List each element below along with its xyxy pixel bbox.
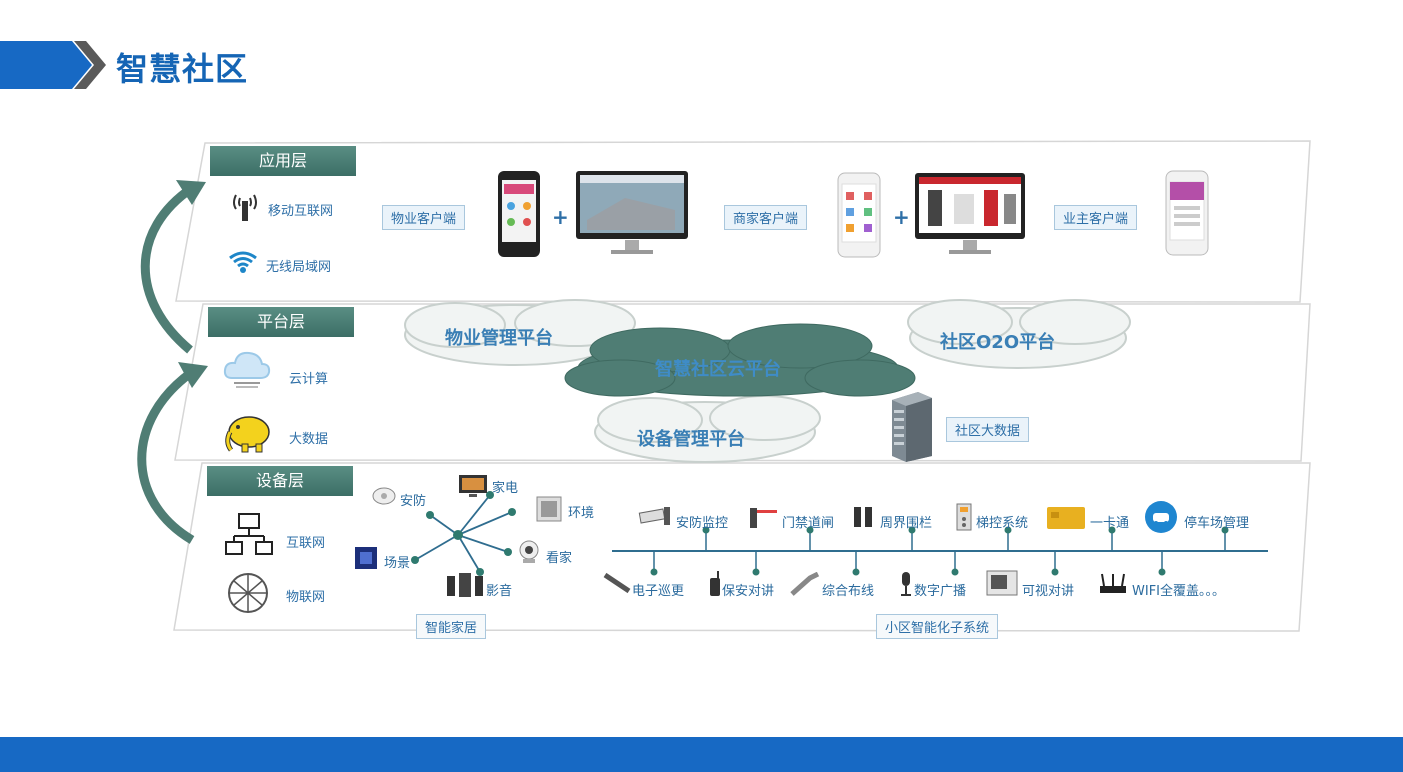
item-mobile-internet: 移动互联网 bbox=[268, 204, 334, 219]
item-iot: 物联网 bbox=[286, 590, 326, 605]
speaker-icon bbox=[446, 572, 486, 602]
sub-elevator: 梯控系统 bbox=[976, 516, 1029, 531]
page-title: 智慧社区 bbox=[116, 50, 249, 88]
smart-home-network bbox=[411, 491, 516, 576]
sensor-panel-icon bbox=[536, 496, 562, 526]
parking-car-icon bbox=[1144, 500, 1178, 538]
sub-perimeter: 周界围栏 bbox=[880, 516, 933, 531]
camera-icon bbox=[516, 540, 542, 568]
sub-parking: 停车场管理 bbox=[1184, 516, 1250, 531]
cloud-shapes bbox=[404, 299, 1131, 463]
network-icon bbox=[224, 512, 274, 562]
subsystem-bus bbox=[612, 526, 1268, 576]
phone-icon bbox=[1165, 170, 1209, 260]
cloud-property-mgmt: 物业管理平台 bbox=[445, 328, 553, 349]
smart-card-icon bbox=[1046, 506, 1086, 534]
monitor-icon bbox=[914, 172, 1026, 260]
cable-icon bbox=[790, 571, 820, 600]
home-item-security: 安防 bbox=[400, 494, 427, 509]
sub-one-card: 一卡通 bbox=[1090, 516, 1130, 531]
microphone-icon bbox=[898, 570, 914, 602]
item-internet: 互联网 bbox=[286, 536, 326, 551]
tag-device-layer: 设备层 bbox=[207, 466, 353, 496]
wifi-icon bbox=[228, 250, 258, 278]
smoke-detector-icon bbox=[372, 486, 396, 510]
elevator-panel-icon bbox=[956, 503, 972, 535]
home-item-environment: 环境 bbox=[568, 506, 595, 521]
patrol-wand-icon bbox=[602, 572, 632, 598]
plus-sign-2: + bbox=[893, 205, 910, 229]
elephant-icon bbox=[222, 410, 272, 458]
sub-video-intercom: 可视对讲 bbox=[1022, 584, 1075, 599]
scene-panel-icon bbox=[354, 546, 378, 574]
sub-cctv: 安防监控 bbox=[676, 516, 729, 531]
smart-home-caption: 智能家居 bbox=[416, 614, 487, 639]
header-arrow-shape bbox=[0, 41, 110, 89]
sub-access-gate: 门禁道闸 bbox=[782, 516, 835, 531]
item-wlan: 无线局域网 bbox=[266, 260, 332, 275]
item-cloud-computing: 云计算 bbox=[289, 372, 329, 387]
sub-cabling: 综合布线 bbox=[822, 584, 875, 599]
sub-intercom: 保安对讲 bbox=[722, 584, 775, 599]
cloud-device-mgmt: 设备管理平台 bbox=[637, 429, 745, 450]
video-intercom-icon bbox=[986, 570, 1018, 600]
tag-app-layer: 应用层 bbox=[210, 146, 356, 176]
antenna-icon bbox=[232, 191, 258, 225]
phone-icon bbox=[837, 172, 881, 262]
cloud-smart-community: 智慧社区云平台 bbox=[655, 359, 781, 380]
cloud-computing-icon bbox=[222, 346, 272, 394]
fence-sensor-icon bbox=[852, 505, 876, 533]
cloud-community-o2o: 社区O2O平台 bbox=[940, 332, 1056, 353]
home-item-guard: 看家 bbox=[546, 551, 573, 566]
wifi-router-icon bbox=[1098, 572, 1128, 598]
community-subsystem-caption: 小区智能化子系统 bbox=[876, 614, 999, 639]
sub-wifi: WIFI全覆盖。。。 bbox=[1132, 584, 1225, 599]
walkie-talkie-icon bbox=[708, 570, 722, 602]
server-rack-icon bbox=[888, 390, 936, 466]
phone-icon bbox=[497, 170, 541, 262]
community-bigdata-label: 社区大数据 bbox=[946, 417, 1030, 442]
tag-platform-layer: 平台层 bbox=[208, 307, 354, 337]
footer-bar bbox=[0, 737, 1403, 772]
home-item-scene: 场景 bbox=[384, 556, 411, 571]
tv-icon bbox=[458, 474, 488, 502]
sub-broadcast: 数字广播 bbox=[914, 584, 967, 599]
client-property-label: 物业客户端 bbox=[382, 205, 466, 230]
home-item-av: 影音 bbox=[486, 584, 513, 599]
iot-globe-icon bbox=[226, 571, 270, 619]
cctv-icon bbox=[638, 505, 672, 531]
client-owner-label: 业主客户端 bbox=[1054, 205, 1138, 230]
plus-sign-1: + bbox=[552, 205, 569, 229]
sub-patrol: 电子巡更 bbox=[632, 584, 685, 599]
home-item-appliance: 家电 bbox=[492, 481, 519, 496]
item-big-data: 大数据 bbox=[289, 432, 329, 447]
client-merchant-label: 商家客户端 bbox=[724, 205, 808, 230]
barrier-gate-icon bbox=[748, 504, 778, 534]
monitor-icon bbox=[575, 170, 689, 260]
